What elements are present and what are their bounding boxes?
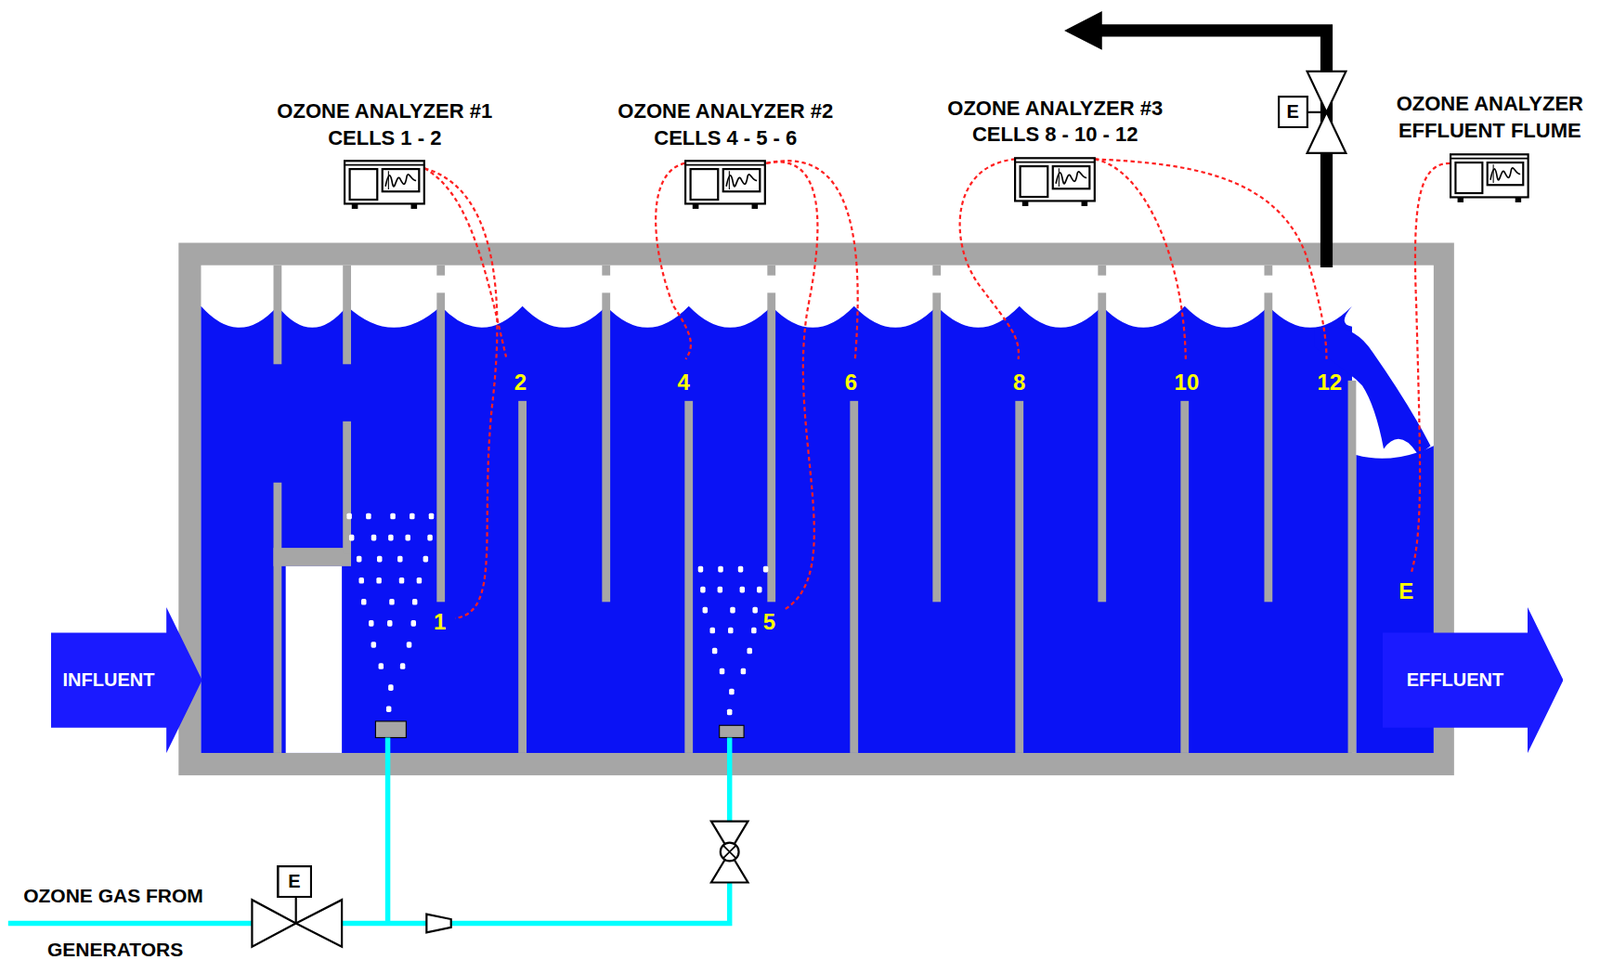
baffles — [273, 265, 1357, 754]
gas-source-label: GENERATORS — [47, 938, 183, 960]
diffuser — [375, 721, 406, 739]
valve-actuator: E — [276, 865, 313, 898]
actuator-letter: E — [1277, 95, 1309, 129]
ozone-analyzer: OZONE ANALYZER EFFLUENT FLUME — [1449, 151, 1530, 205]
analyzer-heading: OZONE ANALYZER #2 CELLS 4 - 5 - 6 — [599, 98, 851, 152]
analyzer-icon — [1449, 151, 1530, 205]
analyzer-icon — [343, 157, 426, 211]
tank-wall — [178, 243, 1455, 777]
analyzer-heading: OZONE ANALYZER #1 CELLS 1 - 2 — [259, 98, 510, 152]
sample-point-number: 2 — [514, 369, 527, 396]
sample-point-number: 1 — [433, 609, 446, 636]
gas-source-label: OZONE GAS FROM — [23, 884, 204, 908]
sample-point-number: 8 — [1013, 369, 1026, 396]
diffuser — [719, 725, 744, 738]
water — [200, 306, 1433, 754]
flow-label: EFFLUENT — [1382, 669, 1528, 691]
analyzer-icon — [1014, 155, 1096, 209]
pipe-chamber — [286, 566, 342, 754]
ozone-analyzer: OZONE ANALYZER #1 CELLS 1 - 2 — [343, 157, 426, 211]
sample-point-number: 6 — [845, 369, 858, 396]
tank-interior — [200, 265, 1433, 754]
ozone-analyzer: OZONE ANALYZER #3 CELLS 8 - 10 - 12 — [1014, 155, 1096, 209]
analyzer-heading: OZONE ANALYZER EFFLUENT FLUME — [1386, 91, 1593, 144]
sample-point-number: 12 — [1316, 369, 1342, 396]
sample-point-number: 5 — [763, 609, 776, 636]
ozone-gas-piping — [8, 737, 749, 947]
sample-point-number: 10 — [1174, 369, 1200, 396]
sample-lines — [424, 158, 1450, 618]
ozone-analyzer: OZONE ANALYZER #2 CELLS 4 - 5 - 6 — [684, 157, 767, 211]
analyzer-icon — [684, 157, 767, 211]
sample-point-number: E — [1398, 578, 1414, 605]
actuator-letter: E — [276, 865, 313, 898]
ozone-bubbles — [346, 513, 768, 716]
influent-arrow: INFLUENT — [51, 607, 203, 754]
flow-label: INFLUENT — [51, 669, 167, 691]
analyzer-heading: OZONE ANALYZER #3 CELLS 8 - 10 - 12 — [929, 95, 1181, 149]
valve-actuator: E — [1277, 95, 1309, 129]
effluent-arrow: EFFLUENT — [1382, 607, 1563, 754]
sample-point-number: 4 — [677, 369, 690, 396]
